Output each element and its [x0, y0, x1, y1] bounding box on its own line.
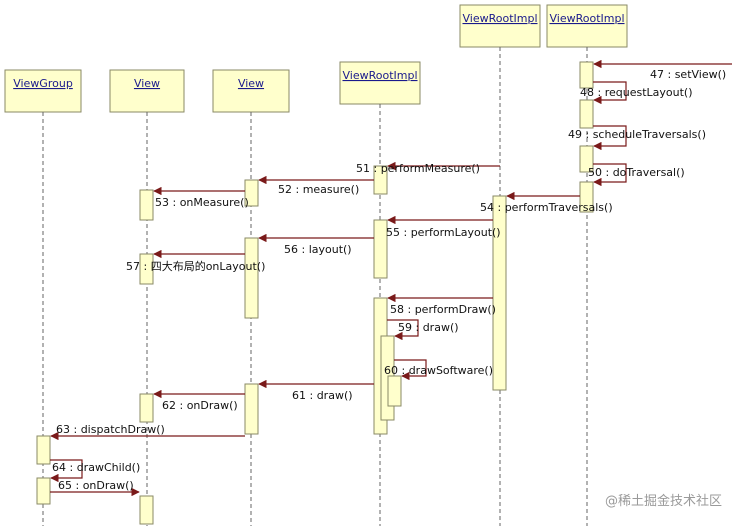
activation-60	[387, 375, 402, 407]
msg-label-57: 57 : 四大布局的onLayout()	[126, 259, 265, 273]
msg-label-64: 64 : drawChild()	[52, 461, 140, 474]
msg-label-49: 49 : scheduleTraversals()	[568, 128, 706, 141]
activation-64	[36, 477, 51, 505]
msg-label-60: 60 : drawSoftware()	[384, 364, 493, 377]
activation-55	[373, 219, 388, 279]
activation-65	[139, 495, 154, 525]
activation-48	[579, 99, 594, 129]
watermark: @稀土掘金技术社区	[605, 493, 722, 509]
object-viewrootimpl-1: ViewRootImpl	[339, 61, 421, 105]
object-label-view-1: View	[134, 77, 160, 90]
msg-label-56: 56 : layout()	[284, 243, 352, 256]
msg-label-47: 47 : setView()	[650, 68, 726, 81]
msg-label-51: 51 : performMeasure()	[356, 162, 480, 175]
msg-label-54: 54 : performTraversals()	[480, 201, 613, 214]
messages	[50, 59, 732, 497]
msg-label-65: 65 : onDraw()	[58, 479, 134, 492]
arrow-64	[50, 459, 83, 483]
activation-57	[139, 253, 154, 285]
activation-50	[579, 181, 594, 213]
activation-49	[579, 145, 594, 173]
msg-label-55: 55 : performLayout()	[386, 226, 501, 239]
activation-54	[492, 195, 507, 391]
message-labels: 47 : setView() 48 : requestLayout() 49 :…	[52, 68, 726, 492]
activation-53	[139, 189, 154, 221]
object-label-viewrootimpl-3: ViewRootImpl	[549, 12, 624, 25]
activation-56	[244, 237, 259, 319]
object-label-view-2: View	[238, 77, 264, 90]
msg-label-61: 61 : draw()	[292, 389, 353, 402]
object-label-viewrootimpl-1: ViewRootImpl	[342, 69, 417, 82]
activation-61	[244, 383, 259, 435]
msg-label-63: 63 : dispatchDraw()	[56, 423, 165, 436]
object-view-2: View	[212, 69, 290, 113]
arrow-48	[593, 81, 627, 105]
object-view-1: View	[109, 69, 185, 113]
msg-label-52: 52 : measure()	[278, 183, 359, 196]
msg-label-58: 58 : performDraw()	[390, 303, 496, 316]
activation-63	[36, 435, 51, 465]
msg-label-48: 48 : requestLayout()	[580, 86, 693, 99]
arrow-50	[593, 163, 627, 187]
activation-52	[244, 179, 259, 207]
object-viewrootimpl-2: ViewRootImpl	[459, 4, 541, 48]
object-viewgroup: ViewGroup	[4, 69, 82, 113]
activation-47	[579, 61, 594, 89]
object-label-viewrootimpl-2: ViewRootImpl	[462, 12, 537, 25]
msg-label-59: 59 : draw()	[398, 321, 459, 334]
object-label-viewgroup: ViewGroup	[13, 77, 73, 90]
msg-label-62: 62 : onDraw()	[162, 399, 238, 412]
arrow-60	[394, 359, 427, 381]
msg-label-50: 50 : doTraversal()	[588, 166, 685, 179]
arrow-49	[593, 125, 627, 151]
object-viewrootimpl-3: ViewRootImpl	[546, 4, 628, 48]
activations	[36, 61, 594, 525]
activation-62	[139, 393, 154, 423]
arrow-59	[387, 319, 419, 341]
msg-label-53: 53 : onMeasure()	[155, 196, 249, 209]
